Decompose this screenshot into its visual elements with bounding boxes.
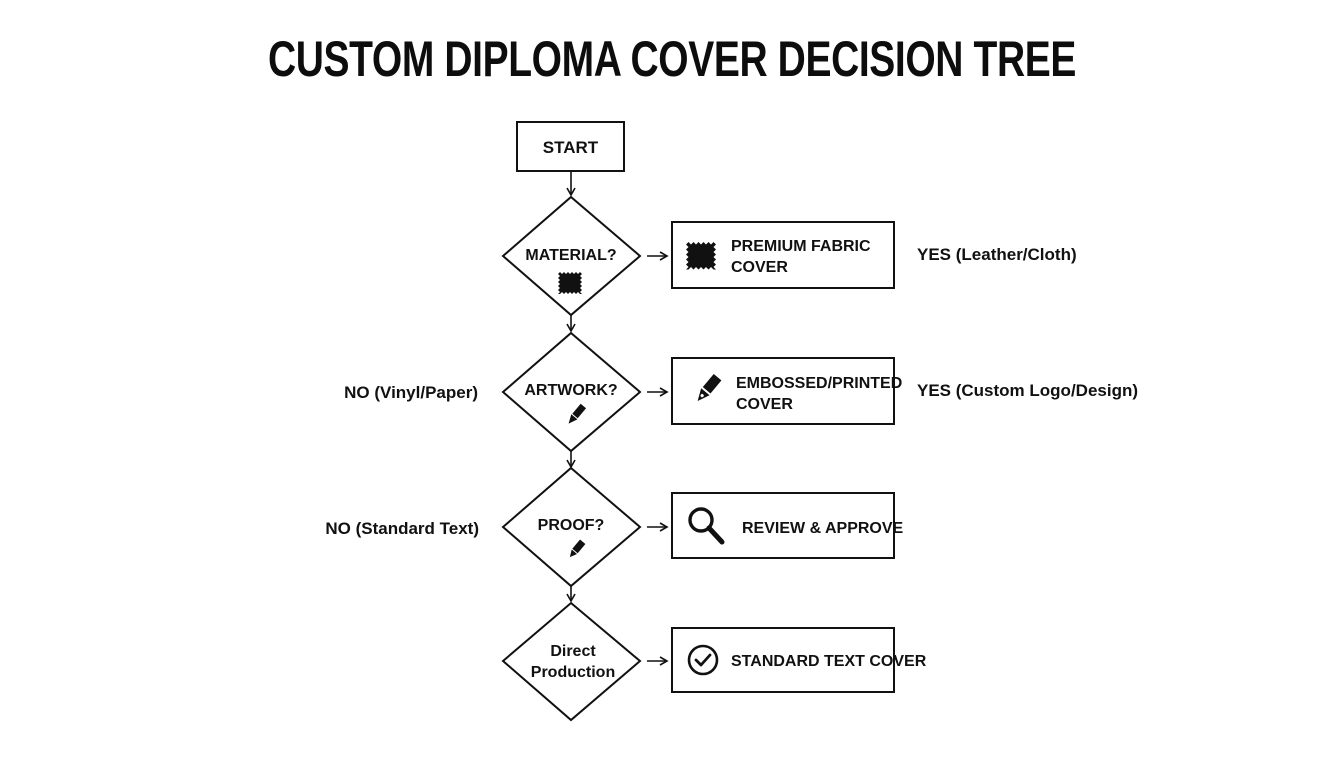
premium-fabric-cover-box: PREMIUM FABRIC COVER	[671, 221, 895, 289]
fabric-swatch-icon	[686, 242, 716, 270]
fabric-swatch-icon	[558, 272, 582, 294]
start-node: START	[516, 121, 625, 172]
pencil-icon	[569, 539, 586, 558]
start-label: START	[543, 138, 599, 157]
direct-production-node: Direct Production	[501, 601, 642, 722]
proof-decision: PROOF?	[501, 466, 642, 588]
direct-label-line2: Production	[531, 664, 615, 681]
artwork-yes-condition: YES (Custom Logo/Design)	[917, 381, 1138, 400]
artwork-label: ARTWORK?	[524, 382, 617, 399]
standard-text-cover-box: STANDARD TEXT COVER	[671, 627, 927, 693]
material-no-condition: NO (Vinyl/Paper)	[344, 383, 478, 402]
embossed-printed-cover-box: EMBOSSED/PRINTED COVER	[671, 357, 902, 425]
review-approve-box: REVIEW & APPROVE	[671, 492, 904, 559]
material-yes-condition: YES (Leather/Cloth)	[917, 245, 1077, 264]
material-label: MATERIAL?	[525, 247, 616, 264]
proof-label: PROOF?	[538, 517, 605, 534]
review-label: REVIEW & APPROVE	[742, 520, 904, 537]
check-circle-icon	[687, 644, 719, 676]
direct-label-line1: Direct	[550, 643, 596, 660]
standard-label: STANDARD TEXT COVER	[731, 653, 927, 670]
diagram-title: CUSTOM DIPLOMA COVER DECISION TREE	[268, 31, 1076, 87]
artwork-decision: ARTWORK?	[501, 331, 642, 453]
premium-label-line1: PREMIUM FABRIC	[731, 238, 871, 255]
premium-label-line2: COVER	[731, 259, 788, 276]
magnifier-icon	[688, 507, 725, 545]
pen-nib-icon	[697, 373, 722, 401]
embossed-label-line1: EMBOSSED/PRINTED	[736, 375, 902, 392]
artwork-no-condition: NO (Standard Text)	[325, 519, 479, 538]
embossed-label-line2: COVER	[736, 396, 793, 413]
material-decision: MATERIAL?	[501, 195, 642, 317]
pen-nib-icon	[568, 403, 587, 424]
